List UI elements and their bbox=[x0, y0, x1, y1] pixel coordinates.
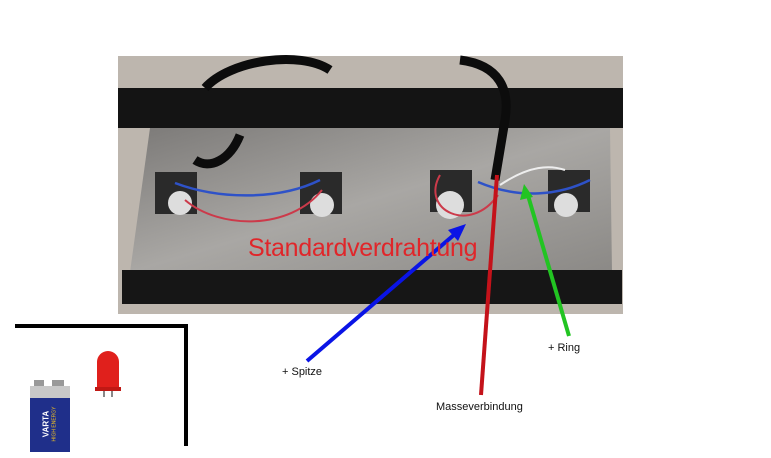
jack bbox=[300, 172, 342, 217]
tip-label: + Spitze bbox=[282, 366, 323, 378]
top-rail bbox=[118, 88, 623, 128]
jack bbox=[548, 170, 590, 217]
wire-blue bbox=[477, 178, 591, 195]
ground-label: Masseverbindung bbox=[436, 401, 523, 413]
ring-pointer-line bbox=[525, 191, 571, 337]
battery-brand: VARTA bbox=[41, 410, 51, 438]
bottom-rail bbox=[122, 270, 622, 304]
cable bbox=[201, 55, 511, 181]
wire-white bbox=[499, 166, 566, 186]
led-icon bbox=[95, 351, 121, 397]
wire-red bbox=[184, 189, 323, 223]
ground-pointer-line bbox=[479, 174, 499, 396]
jack bbox=[155, 172, 197, 215]
battery-label: VARTA HIGH ENERGY bbox=[38, 400, 62, 448]
ring-label: + Ring bbox=[548, 342, 581, 354]
tip-arrowhead bbox=[448, 224, 466, 241]
wire-red bbox=[434, 174, 499, 217]
frame-line bbox=[15, 324, 188, 446]
battery-icon bbox=[30, 380, 70, 452]
battery-subtitle: HIGH ENERGY bbox=[51, 406, 58, 442]
cable bbox=[192, 133, 245, 169]
tip-pointer-line bbox=[305, 226, 464, 363]
photo-title: Standardverdrahtung bbox=[248, 234, 478, 262]
jack bbox=[430, 170, 472, 219]
wire-blue bbox=[174, 178, 321, 197]
ring-arrowhead bbox=[520, 184, 533, 200]
